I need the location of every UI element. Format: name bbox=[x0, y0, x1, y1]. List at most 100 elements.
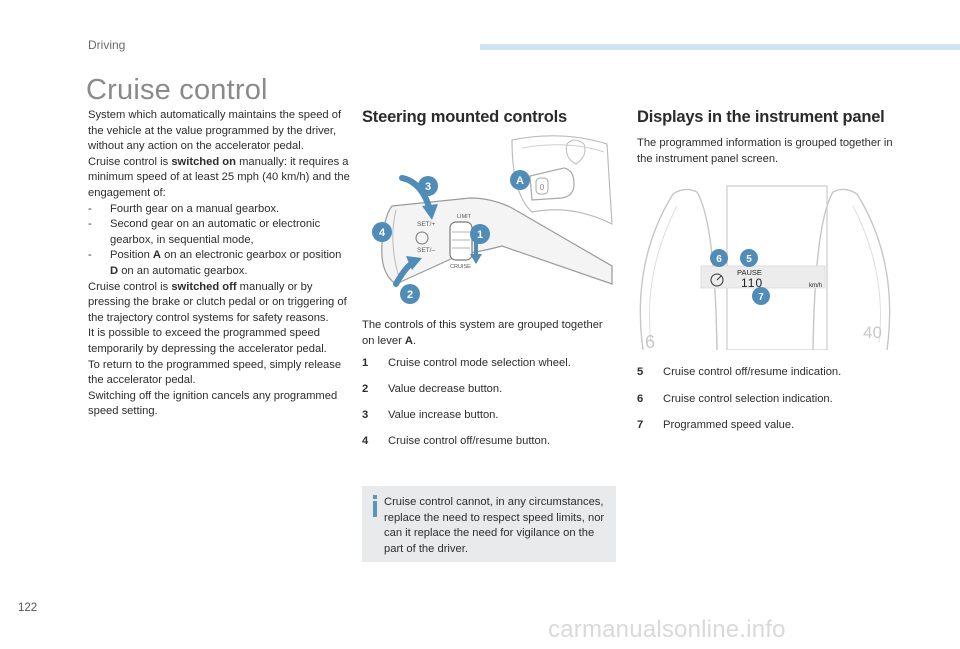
item-text: Cruise control selection indication. bbox=[663, 393, 833, 405]
svg-text:A: A bbox=[516, 175, 524, 187]
lever-a-outline bbox=[529, 167, 575, 201]
header-bar bbox=[480, 44, 960, 50]
intro-column: System which automatically maintains the… bbox=[88, 108, 350, 420]
callout-1: 1 bbox=[470, 224, 490, 244]
bold-text: switched on bbox=[171, 155, 236, 168]
list-item: 5 Cruise control off/resume indication. bbox=[637, 366, 897, 380]
list-item-text: Fourth gear on a manual gearbox. bbox=[110, 202, 280, 215]
text: on an automatic gearbox. bbox=[118, 264, 248, 277]
list-item: - Position A on an electronic gearbox or … bbox=[88, 248, 350, 279]
item-number: 2 bbox=[362, 383, 369, 395]
paragraph: Switching off the ignition cancels any p… bbox=[88, 389, 338, 418]
programmed-speed: 110 bbox=[741, 276, 763, 290]
steering-controls-intro: The controls of this system are grouped … bbox=[362, 318, 612, 349]
callout-4: 4 bbox=[372, 222, 392, 242]
callout-3: 3 bbox=[418, 176, 438, 196]
cruise-off-resume-icon bbox=[415, 231, 429, 245]
paragraph: Cruise control is switched on manually: … bbox=[88, 155, 350, 202]
paragraph: It is possible to exceed the programmed … bbox=[88, 327, 327, 355]
svg-text:6: 6 bbox=[716, 254, 722, 265]
bold-text: A bbox=[152, 249, 162, 262]
list-item: 3 Value increase button. bbox=[362, 409, 612, 423]
info-note: Cruise control cannot, in any circumstan… bbox=[362, 486, 616, 562]
list-item-text: Second gear on an automatic or electroni… bbox=[110, 218, 321, 246]
text: on an electronic gearbox or position bbox=[161, 249, 342, 262]
svg-text:3: 3 bbox=[425, 181, 431, 193]
text: The controls of this system are grouped … bbox=[362, 319, 603, 347]
speed-unit: km/h bbox=[809, 283, 822, 289]
paragraph: To return to the programmed speed, simpl… bbox=[88, 358, 342, 387]
left-dial-label: 6 bbox=[645, 332, 655, 350]
lever-zero-label: 0 bbox=[540, 183, 545, 192]
instrument-panel-intro: The programmed information is grouped to… bbox=[637, 137, 893, 165]
item-text: Value decrease button. bbox=[388, 383, 503, 395]
page-number: 122 bbox=[18, 602, 38, 614]
info-icon bbox=[373, 495, 377, 517]
svg-text:7: 7 bbox=[758, 292, 764, 303]
lever-edge-line bbox=[392, 209, 401, 281]
svg-text:4: 4 bbox=[379, 227, 386, 239]
paragraph: System which automatically maintains the… bbox=[88, 109, 342, 153]
svg-text:5: 5 bbox=[746, 254, 752, 265]
left-dial-ring bbox=[649, 205, 678, 343]
right-dial-label: 40 bbox=[863, 323, 882, 342]
dash: - bbox=[88, 202, 92, 215]
bold-text: A bbox=[404, 334, 414, 347]
section-label: Driving bbox=[88, 38, 126, 52]
list-item: 1 Cruise control mode selection wheel. bbox=[362, 357, 612, 371]
pause-label: PAUSE bbox=[737, 268, 762, 277]
brand-badge-icon bbox=[565, 139, 586, 165]
right-dial-ring bbox=[852, 205, 881, 343]
speedometer-icon bbox=[710, 273, 724, 287]
item-number: 6 bbox=[637, 393, 644, 405]
steering-controls-heading: Steering mounted controls bbox=[362, 108, 567, 126]
list-item: 6 Cruise control selection indication. bbox=[637, 393, 897, 407]
right-dial-outline bbox=[812, 188, 891, 350]
bold-text: D bbox=[110, 264, 119, 277]
set-minus-label: SET/– bbox=[417, 247, 435, 254]
callout-7: 7 bbox=[752, 287, 770, 305]
text: manually: it requires a minimum speed of… bbox=[88, 155, 350, 199]
text: . bbox=[413, 334, 417, 347]
decrease-arrowhead bbox=[406, 256, 422, 270]
text: Cruise control is bbox=[88, 155, 172, 168]
item-number: 7 bbox=[637, 419, 644, 431]
lever-a-knob bbox=[535, 177, 549, 195]
callout-2: 2 bbox=[400, 284, 420, 304]
text: manually or by pressing the brake or clu… bbox=[88, 280, 347, 324]
cruise-label: CRUISE bbox=[450, 264, 471, 270]
item-number: 4 bbox=[362, 435, 369, 447]
steering-wheel-line bbox=[521, 144, 605, 153]
text: Position bbox=[110, 249, 153, 262]
speedometer-needle bbox=[716, 275, 722, 281]
steering-lever-illustration: 0 SET/+ SET/– LIMIT CRUISE A 1 2 3 4 bbox=[372, 135, 613, 304]
watermark: carmanualsonline.info bbox=[548, 616, 786, 643]
limit-label: LIMIT bbox=[457, 214, 472, 220]
dash: - bbox=[88, 218, 92, 231]
bold-text: switched off bbox=[171, 280, 237, 293]
callout-6: 6 bbox=[710, 249, 728, 267]
list-item: - Second gear on an automatic or electron… bbox=[88, 217, 350, 248]
mode-selection-wheel bbox=[449, 221, 473, 261]
increase-arrowhead bbox=[422, 204, 438, 220]
item-number: 5 bbox=[637, 366, 644, 378]
item-number: 3 bbox=[362, 409, 369, 421]
item-text: Cruise control mode selection wheel. bbox=[388, 357, 571, 369]
instrument-panel-illustration: 6 40 PAUSE 110 km/h 6 5 7 bbox=[639, 185, 891, 350]
list-item: 2 Value decrease button. bbox=[362, 383, 612, 397]
page-title: Cruise control bbox=[86, 74, 268, 106]
set-plus-label: SET/+ bbox=[417, 221, 435, 228]
item-text: Value increase button. bbox=[388, 409, 499, 421]
callout-a: A bbox=[510, 170, 530, 190]
list-item: - Fourth gear on a manual gearbox. bbox=[88, 202, 350, 218]
paragraph: Cruise control is switched off manually … bbox=[88, 280, 350, 327]
note-text: Cruise control cannot, in any circumstan… bbox=[384, 496, 605, 555]
dash: - bbox=[88, 249, 92, 262]
item-text: Cruise control off/resume indication. bbox=[663, 366, 842, 378]
callout-5: 5 bbox=[740, 249, 758, 267]
item-text: Programmed speed value. bbox=[663, 419, 795, 431]
instrument-panel-heading: Displays in the instrument panel bbox=[637, 108, 885, 126]
svg-text:1: 1 bbox=[477, 229, 483, 241]
item-number: 1 bbox=[362, 357, 369, 369]
